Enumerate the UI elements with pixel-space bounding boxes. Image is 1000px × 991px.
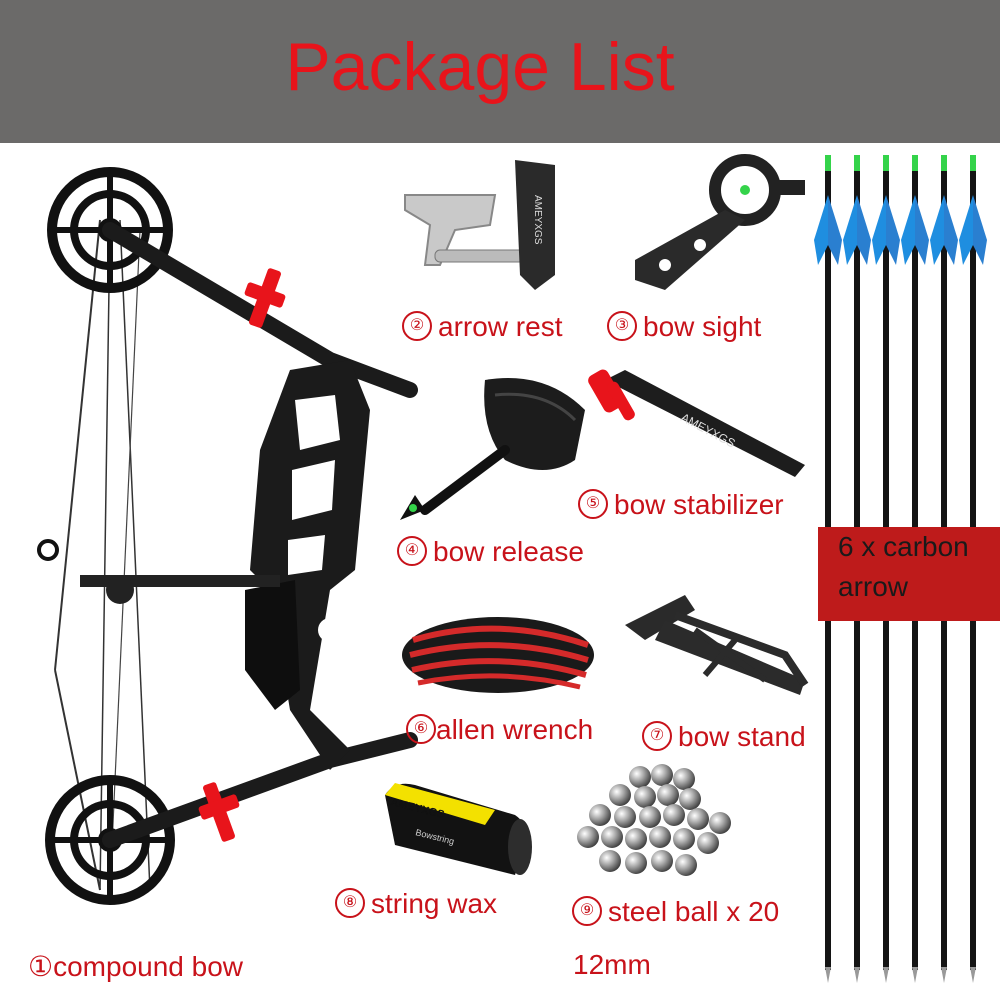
bow-release-image bbox=[400, 378, 585, 520]
steel-ball bbox=[614, 806, 636, 828]
compound-bow-image bbox=[37, 167, 418, 905]
steel-ball bbox=[697, 832, 719, 854]
label-steel-ball-size: 12mm bbox=[573, 949, 651, 980]
steel-ball bbox=[589, 804, 611, 826]
number-1: ① bbox=[28, 951, 54, 982]
title-banner bbox=[0, 0, 1000, 143]
string-wax-image: AMEYXGS Bowstring bbox=[385, 783, 532, 875]
svg-text:AMEYXGS: AMEYXGS bbox=[532, 195, 543, 245]
steel-ball bbox=[629, 766, 651, 788]
steel-ball bbox=[663, 804, 685, 826]
steel-ball bbox=[625, 828, 647, 850]
steel-ball bbox=[673, 768, 695, 790]
number-5: ⑤ bbox=[578, 488, 608, 519]
number-4: ④ bbox=[397, 535, 427, 566]
bow-stabilizer-image: AMEYXGS bbox=[588, 369, 805, 477]
steel-ball bbox=[634, 786, 656, 808]
allen-wrench-image bbox=[402, 617, 594, 693]
label-compound-bow: ①compound bow bbox=[28, 951, 244, 982]
carbon-arrow-label-line2: arrow bbox=[838, 571, 909, 602]
steel-ball bbox=[601, 826, 623, 848]
steel-ball bbox=[675, 854, 697, 876]
number-2: ② bbox=[402, 310, 432, 341]
steel-ball bbox=[657, 784, 679, 806]
steel-ball bbox=[679, 788, 701, 810]
steel-ball bbox=[599, 850, 621, 872]
bow-stand-image bbox=[625, 595, 809, 695]
page-title: Package List bbox=[285, 29, 675, 105]
steel-ball bbox=[609, 784, 631, 806]
bow-sight-image bbox=[635, 154, 805, 290]
steel-ball bbox=[639, 806, 661, 828]
steel-ball bbox=[651, 764, 673, 786]
number-6: ⑥ bbox=[406, 713, 436, 744]
number-8: ⑧ bbox=[335, 887, 365, 918]
steel-ball bbox=[649, 826, 671, 848]
arrow-rest-image: AMEYXGS bbox=[404, 160, 555, 290]
number-9: ⑨ bbox=[572, 895, 602, 926]
steel-balls-image bbox=[577, 764, 731, 876]
steel-ball bbox=[625, 852, 647, 874]
steel-ball bbox=[577, 826, 599, 848]
steel-ball bbox=[651, 850, 673, 872]
steel-ball bbox=[709, 812, 731, 834]
carbon-arrow-label-line1: 6 x carbon bbox=[838, 531, 969, 562]
carbon-arrow-label: 6 x carbon arrow bbox=[818, 527, 1000, 621]
number-7: ⑦ bbox=[642, 720, 672, 751]
number-3: ③ bbox=[607, 310, 637, 341]
steel-ball bbox=[673, 828, 695, 850]
steel-ball bbox=[687, 808, 709, 830]
